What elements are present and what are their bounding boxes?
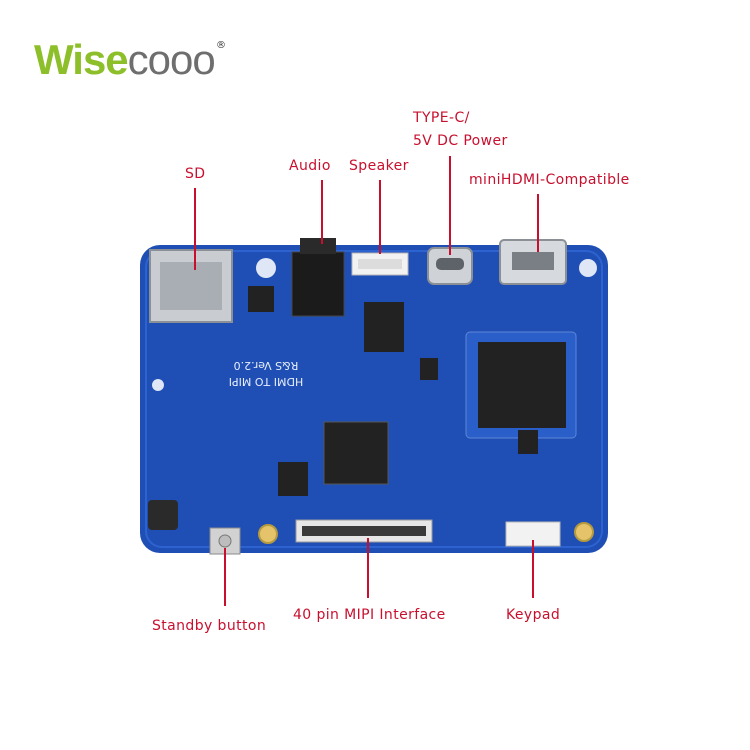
callout-lines [194, 156, 539, 606]
mounting-hole [258, 524, 278, 544]
small-ic [278, 462, 308, 496]
sd-card-slot [149, 249, 233, 323]
keypad-connector [505, 521, 561, 547]
small-ic [420, 358, 438, 380]
label-keypad: Keypad [506, 607, 561, 623]
pcb-board-edge [145, 250, 603, 548]
mounting-hole [579, 259, 597, 277]
label-typec-line1: TYPE-C/ [413, 110, 470, 126]
minihdmi-port [499, 239, 567, 285]
mounting-hole [152, 379, 164, 391]
brand-name-part2: cooo [127, 36, 216, 83]
label-audio: Audio [289, 158, 331, 174]
label-mipi-interface: 40 pin MIPI Interface [293, 607, 446, 623]
brand-logo: Wisecooo [34, 36, 216, 84]
inductor [148, 500, 178, 530]
brand-name-part1: Wise [34, 36, 129, 83]
silkscreen-line1: HDMI TO MIPI [229, 375, 303, 388]
center-chip [323, 421, 389, 485]
small-ic [518, 430, 538, 454]
label-sd: SD [185, 166, 206, 182]
pcb-board [140, 245, 608, 553]
label-minihdmi: miniHDMI-Compatible [469, 172, 630, 188]
usb-c-port [427, 247, 473, 285]
small-ic [364, 302, 404, 352]
label-standby-button: Standby button [152, 618, 267, 634]
main-processor-chip [465, 331, 577, 439]
small-ic [248, 286, 274, 312]
board-silkscreen: HDMI TO MIPI R&S Ver.2.0 [229, 359, 303, 388]
audio-jack [291, 238, 345, 317]
trademark-symbol: ® [216, 40, 226, 51]
mounting-hole [574, 522, 594, 542]
label-typec-line2: 5V DC Power [413, 133, 508, 149]
mipi-fpc-connector [295, 519, 433, 543]
label-speaker: Speaker [349, 158, 409, 174]
silkscreen-line2: R&S Ver.2.0 [234, 359, 299, 372]
speaker-connector [351, 252, 409, 276]
mounting-hole [256, 258, 276, 278]
